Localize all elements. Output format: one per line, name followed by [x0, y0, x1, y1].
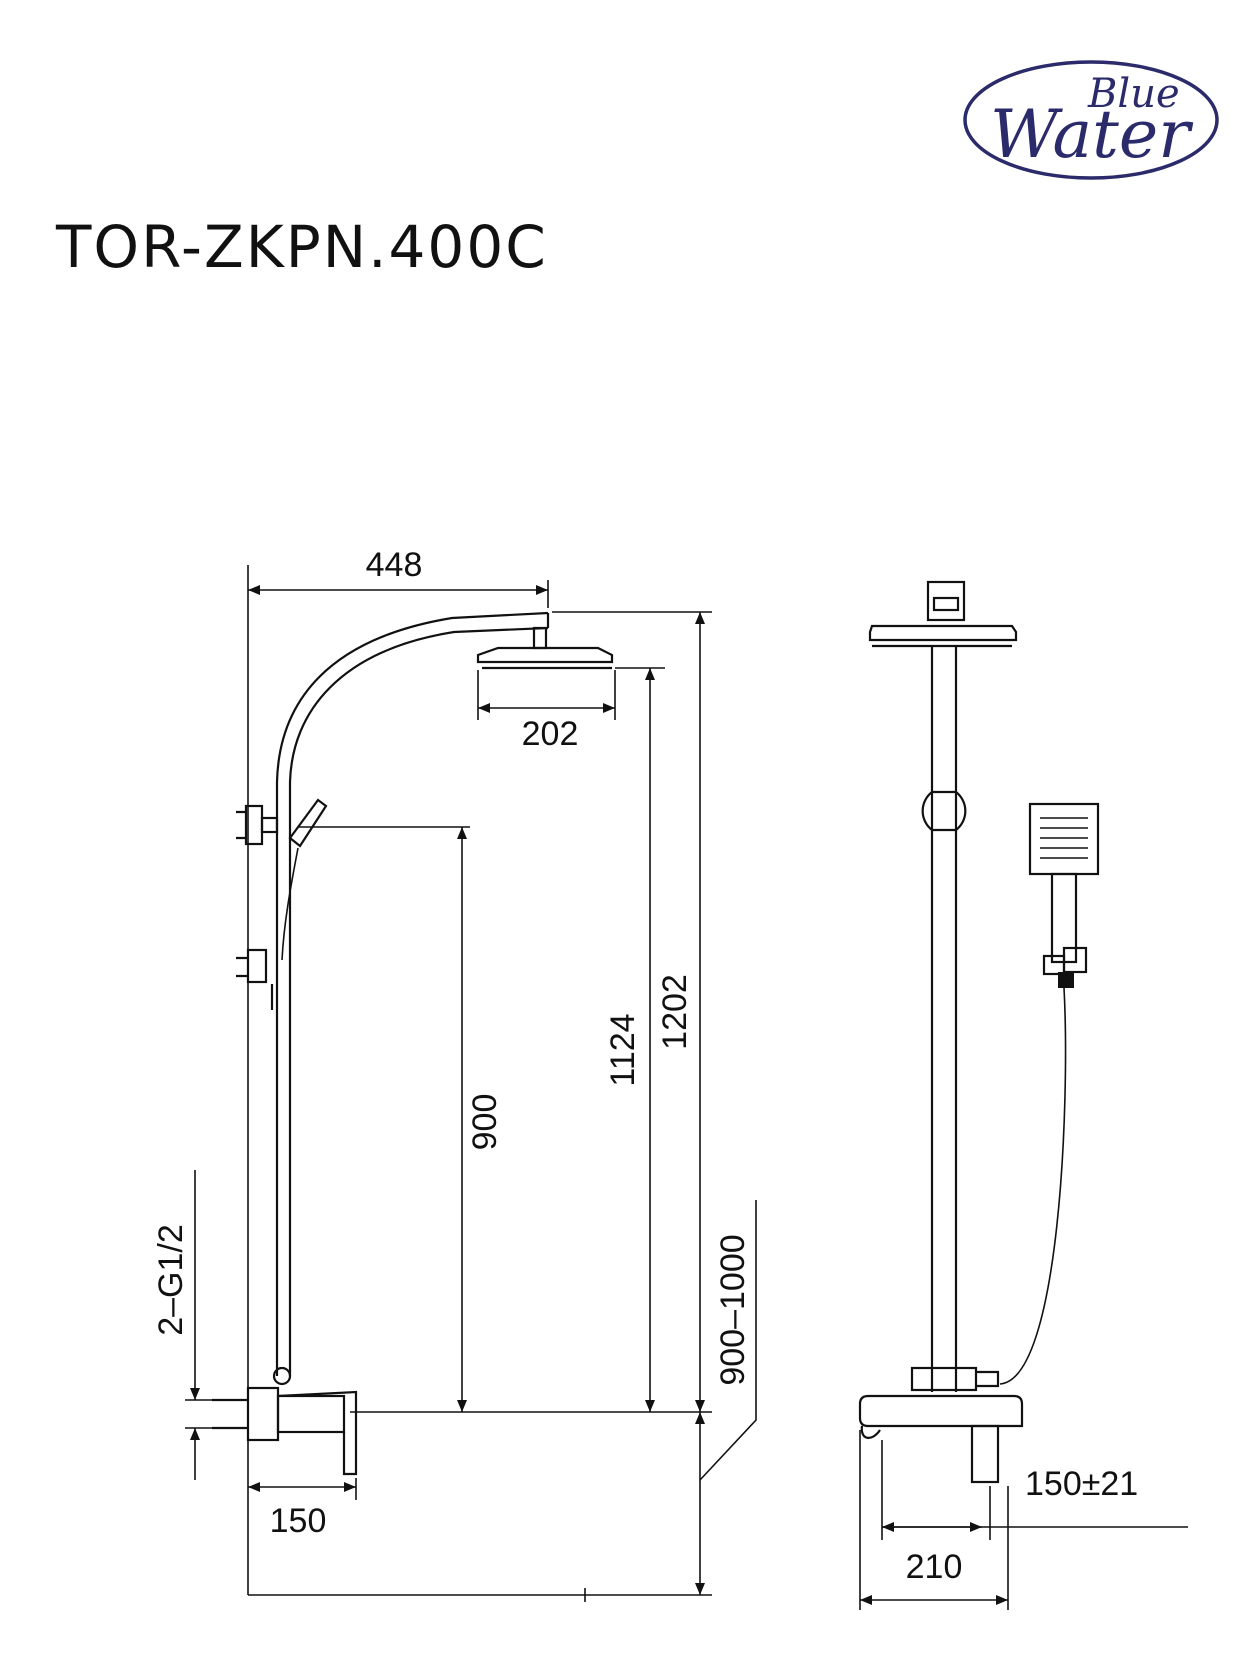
dim-900-label: 900: [466, 1094, 504, 1151]
hand-shower-head: [1028, 802, 1100, 876]
dim-150pm21-label: 150±21: [1025, 1465, 1138, 1503]
hose-connector: [1058, 972, 1074, 988]
dim-448-label: 448: [366, 546, 423, 584]
dim-1202-label: 1202: [656, 974, 694, 1050]
dim-210-label: 210: [906, 1548, 963, 1586]
upper-bracket-screws: [236, 810, 246, 840]
lower-wall-bracket: [246, 948, 268, 984]
hand-holder-block: [1042, 954, 1066, 976]
front-riser-bracket: [921, 791, 967, 831]
dim-202-label: 202: [522, 715, 579, 753]
brand-logo: Blue Water: [963, 60, 1219, 180]
side-view: 448 202 900 1124 1202 2–G1/2 900–1000 15…: [152, 546, 757, 1602]
logo-text-blue: Blue: [1087, 71, 1180, 117]
logo-text-water: Water: [990, 96, 1193, 173]
lower-bracket-screws: [236, 956, 248, 978]
hand-holder-clip: [1062, 946, 1088, 974]
logo-ellipse: [963, 60, 1219, 180]
front-view: 150±21 210: [858, 580, 1188, 1610]
hand-shower: [288, 798, 328, 848]
hand-shower-grid: [1040, 817, 1088, 859]
hand-shower-hose: [999, 987, 1067, 1385]
upper-bracket-arm: [260, 816, 279, 834]
top-connector: [926, 580, 966, 622]
shower-arm-outer: [275, 611, 549, 783]
top-connector-inner: [932, 596, 960, 612]
hand-shower-hose: [281, 847, 299, 961]
dim-150-label: 150: [270, 1502, 327, 1540]
rain-shower-head: [476, 646, 614, 664]
front-diverter: [910, 1366, 978, 1392]
head-connector: [532, 626, 548, 650]
dim-1124-label: 1124: [604, 1013, 642, 1086]
inlet-pipe: [212, 1398, 248, 1430]
dim-900-1000-label: 900–1000: [714, 1234, 752, 1385]
front-diverter-outlet: [976, 1370, 1000, 1388]
mixer-lever: [277, 1390, 358, 1476]
dim-g12-label: 2–G1/2: [152, 1224, 190, 1336]
model-title: TOR-ZKPN.400C: [56, 213, 548, 281]
diverter-knob: [272, 1366, 292, 1386]
leader-900-1000: [699, 1200, 757, 1481]
mixer-body: [276, 1394, 346, 1434]
front-mixer-body: [858, 1394, 1024, 1428]
front-mixer-left-end: [860, 1425, 881, 1439]
front-mixer-lever: [970, 1424, 1000, 1484]
mixer-flange: [246, 1386, 280, 1442]
front-rain-head: [868, 624, 1018, 642]
shower-arm-inner: [288, 626, 549, 783]
